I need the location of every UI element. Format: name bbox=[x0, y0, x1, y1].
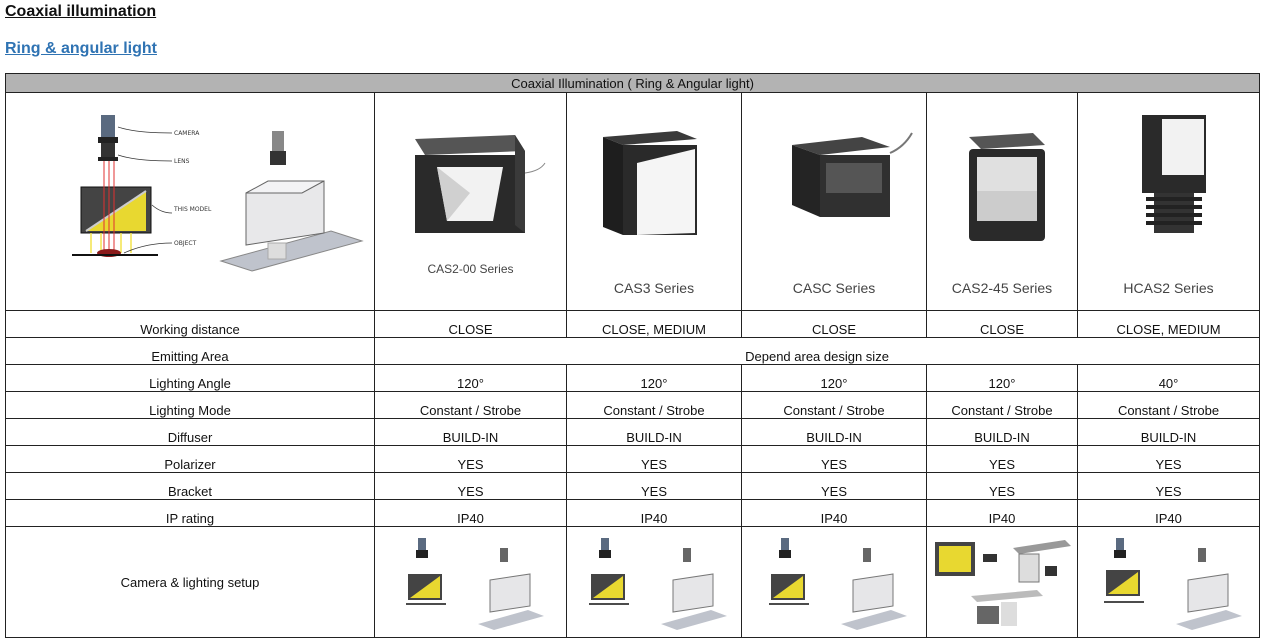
cell-value: YES bbox=[374, 472, 567, 500]
table-title-row: Coaxial Illumination ( Ring & Angular li… bbox=[4, 73, 1261, 93]
coaxial-diagram-cell: CAMERA LENS THIS MODEL OBJECT bbox=[5, 92, 375, 311]
product-image-row: CAMERA LENS THIS MODEL OBJECT bbox=[5, 92, 1261, 311]
row-label: Diffuser bbox=[5, 418, 375, 446]
series-label-casc: CASC Series bbox=[792, 280, 876, 296]
setup-diagram-image-45 bbox=[935, 540, 1071, 626]
cell-value: IP40 bbox=[374, 499, 567, 527]
hcas2-product-image bbox=[1142, 115, 1206, 233]
cell-value: CLOSE, MEDIUM bbox=[566, 310, 742, 338]
cell-value: Constant / Strobe bbox=[926, 391, 1078, 419]
cell-value: Constant / Strobe bbox=[1076, 391, 1261, 419]
cell-value: CLOSE bbox=[374, 310, 567, 338]
cell-value: 120° bbox=[741, 364, 927, 392]
cas3-product-image bbox=[603, 131, 697, 235]
cell-value: YES bbox=[741, 445, 927, 473]
cell-value: Constant / Strobe bbox=[566, 391, 742, 419]
setup-image-cell bbox=[926, 526, 1078, 638]
cell-value: BUILD-IN bbox=[1076, 418, 1261, 446]
diagram-label-object: OBJECT bbox=[174, 240, 197, 247]
product-cell-hcas2: HCAS2 Series bbox=[1076, 92, 1261, 311]
diagram-label-lens: LENS bbox=[174, 158, 190, 165]
setup-diagram-image bbox=[405, 538, 544, 630]
table-row: Diffuser BUILD-IN BUILD-IN BUILD-IN BUIL… bbox=[5, 418, 1261, 446]
ring-angular-light-link[interactable]: Ring & angular light bbox=[5, 40, 157, 57]
table-title: Coaxial Illumination ( Ring & Angular li… bbox=[4, 73, 1261, 93]
coaxial-principle-diagram: CAMERA LENS THIS MODEL OBJECT bbox=[72, 115, 364, 272]
cell-value: IP40 bbox=[741, 499, 927, 527]
cell-value: YES bbox=[566, 472, 742, 500]
setup-diagram-image bbox=[589, 538, 727, 630]
series-label-cas2-45: CAS2-45 Series bbox=[951, 280, 1053, 296]
cell-value: BUILD-IN bbox=[741, 418, 927, 446]
row-label: Polarizer bbox=[5, 445, 375, 473]
cas2-00-product-image bbox=[415, 135, 546, 233]
cell-value: BUILD-IN bbox=[566, 418, 742, 446]
series-label-cas2-00: CAS2-00 Series bbox=[427, 262, 514, 276]
setup-image-cell bbox=[374, 526, 567, 638]
cell-value: 120° bbox=[374, 364, 567, 392]
cell-value: Constant / Strobe bbox=[374, 391, 567, 419]
cell-value: YES bbox=[566, 445, 742, 473]
cell-value: YES bbox=[926, 472, 1078, 500]
cell-value: YES bbox=[374, 445, 567, 473]
product-cell-cas2-45: CAS2-45 Series bbox=[926, 92, 1078, 311]
setup-image-cell bbox=[741, 526, 927, 638]
setup-diagram-image bbox=[1103, 538, 1242, 630]
series-label-hcas2: HCAS2 Series bbox=[1123, 280, 1214, 296]
cell-value: YES bbox=[1076, 445, 1261, 473]
setup-diagram-image bbox=[769, 538, 907, 630]
cell-value: 120° bbox=[926, 364, 1078, 392]
row-label: Emitting Area bbox=[5, 337, 375, 365]
cell-value: IP40 bbox=[566, 499, 742, 527]
table-row: Working distance CLOSE CLOSE, MEDIUM CLO… bbox=[5, 310, 1261, 338]
setup-image-cell bbox=[1076, 526, 1261, 638]
row-label: Bracket bbox=[5, 472, 375, 500]
row-label: Working distance bbox=[5, 310, 375, 338]
diagram-label-camera: CAMERA bbox=[174, 130, 200, 137]
table-row: Lighting Angle 120° 120° 120° 120° 40° bbox=[5, 364, 1261, 392]
cell-value: 40° bbox=[1076, 364, 1261, 392]
casc-product-image bbox=[792, 132, 913, 217]
row-label: Lighting Angle bbox=[5, 364, 375, 392]
cell-value: Constant / Strobe bbox=[741, 391, 927, 419]
cell-value: BUILD-IN bbox=[374, 418, 567, 446]
cell-value: YES bbox=[1076, 472, 1261, 500]
cell-value: BUILD-IN bbox=[926, 418, 1078, 446]
setup-row: Camera & lighting setup bbox=[5, 526, 1261, 638]
cell-value: IP40 bbox=[1076, 499, 1261, 527]
cell-value: CLOSE, MEDIUM bbox=[1076, 310, 1261, 338]
cell-value: IP40 bbox=[926, 499, 1078, 527]
spec-table: Coaxial Illumination ( Ring & Angular li… bbox=[4, 73, 1261, 638]
cas2-45-product-image bbox=[969, 133, 1045, 241]
diagram-label-model: THIS MODEL bbox=[173, 206, 212, 213]
cell-value: YES bbox=[741, 472, 927, 500]
series-label-cas3: CAS3 Series bbox=[613, 280, 695, 296]
product-cell-casc: CASC Series bbox=[741, 92, 927, 311]
section-title: Coaxial illumination bbox=[5, 3, 157, 20]
cell-value: CLOSE bbox=[741, 310, 927, 338]
table-row: Polarizer YES YES YES YES YES bbox=[5, 445, 1261, 473]
product-cell-cas2-00: CAS2-00 Series bbox=[374, 92, 567, 311]
table-row: Bracket YES YES YES YES YES bbox=[5, 472, 1261, 500]
setup-image-cell bbox=[566, 526, 742, 638]
cell-value: YES bbox=[926, 445, 1078, 473]
cell-value-merged: Depend area design size bbox=[373, 337, 1261, 365]
table-row: Lighting Mode Constant / Strobe Constant… bbox=[5, 391, 1261, 419]
table-row: Emitting Area Depend area design size bbox=[5, 337, 1261, 365]
cell-value: 120° bbox=[566, 364, 742, 392]
row-label: Camera & lighting setup bbox=[5, 526, 375, 638]
table-row: IP rating IP40 IP40 IP40 IP40 IP40 bbox=[5, 499, 1261, 527]
product-cell-cas3: CAS3 Series bbox=[566, 92, 742, 311]
row-label: Lighting Mode bbox=[5, 391, 375, 419]
row-label: IP rating bbox=[5, 499, 375, 527]
cell-value: CLOSE bbox=[926, 310, 1078, 338]
